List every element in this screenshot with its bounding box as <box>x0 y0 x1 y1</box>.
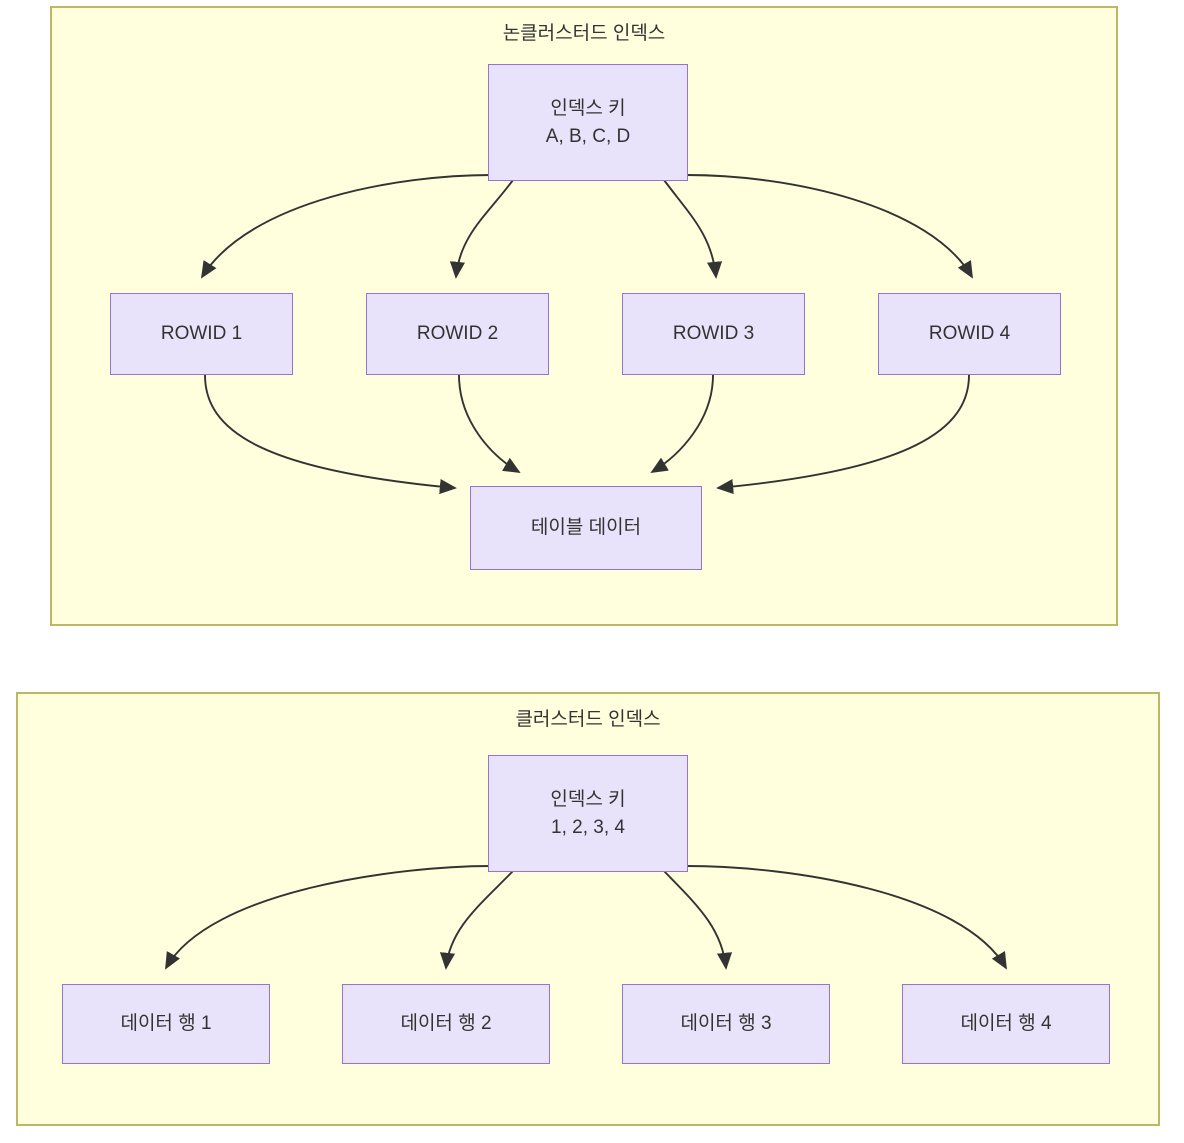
node-table-data-label: 테이블 데이터 <box>530 517 642 538</box>
node-data-row-4[interactable]: 데이터 행 4 <box>902 984 1110 1064</box>
node-data-row-3[interactable]: 데이터 행 3 <box>622 984 830 1064</box>
node-data-row-4-label: 데이터 행 4 <box>960 1013 1052 1034</box>
node-rowid-1[interactable]: ROWID 1 <box>110 293 293 375</box>
node-table-data[interactable]: 테이블 데이터 <box>470 486 702 570</box>
node-data-row-2-label: 데이터 행 2 <box>400 1013 492 1034</box>
node-rowid-3[interactable]: ROWID 3 <box>622 293 805 375</box>
node-index-key-clustered-line1: 인덱스 키 <box>550 788 626 810</box>
node-index-key-nonclustered-line2: A, B, C, D <box>545 125 631 147</box>
node-data-row-1-label: 데이터 행 1 <box>120 1013 212 1034</box>
node-rowid-2[interactable]: ROWID 2 <box>366 293 549 375</box>
node-index-key-nonclustered[interactable]: 인덱스 키 A, B, C, D <box>488 64 688 181</box>
node-rowid-4[interactable]: ROWID 4 <box>878 293 1061 375</box>
node-rowid-4-label: ROWID 4 <box>928 323 1011 344</box>
node-rowid-2-label: ROWID 2 <box>416 323 499 344</box>
node-data-row-1[interactable]: 데이터 행 1 <box>62 984 270 1064</box>
node-index-key-clustered[interactable]: 인덱스 키 1, 2, 3, 4 <box>488 755 688 872</box>
node-rowid-1-label: ROWID 1 <box>160 323 243 344</box>
node-rowid-3-label: ROWID 3 <box>672 323 755 344</box>
node-data-row-2[interactable]: 데이터 행 2 <box>342 984 550 1064</box>
node-index-key-nonclustered-line1: 인덱스 키 <box>550 97 626 119</box>
panel-clustered-title: 클러스터드 인덱스 <box>515 709 661 730</box>
panel-nonclustered-title: 논클러스터드 인덱스 <box>502 23 666 44</box>
node-index-key-clustered-line2: 1, 2, 3, 4 <box>551 816 625 838</box>
node-data-row-3-label: 데이터 행 3 <box>680 1013 772 1034</box>
